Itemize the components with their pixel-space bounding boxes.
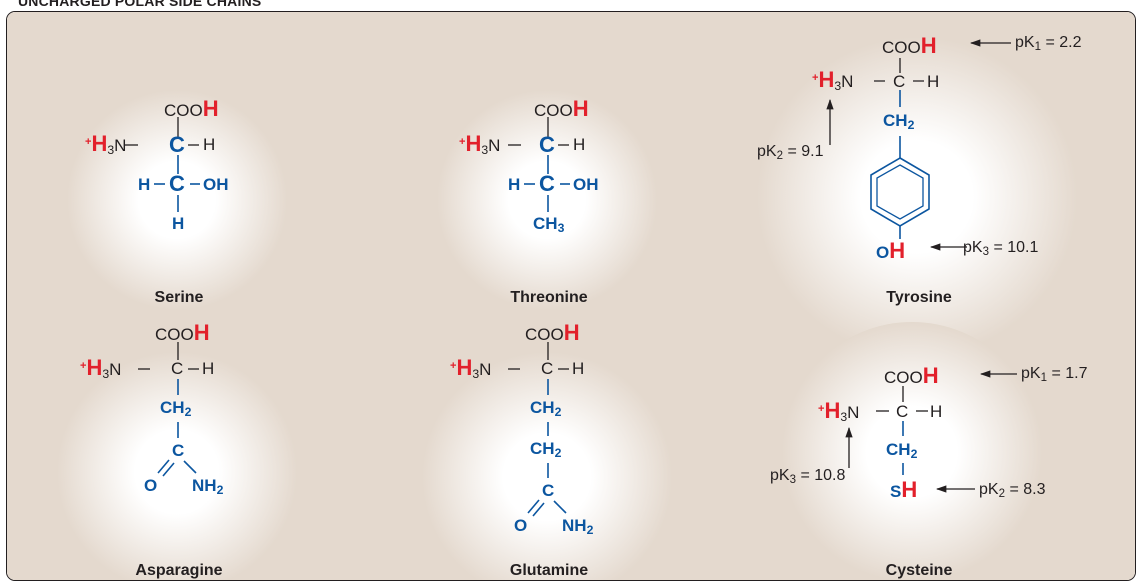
asparagine-alpha-h: H [202, 359, 215, 378]
glutamine-ch2-2: CH2 [530, 439, 562, 461]
threonine-beta-h: H [508, 175, 521, 194]
cysteine-label: Cysteine [885, 562, 953, 579]
serine-alpha-h: H [203, 135, 216, 154]
serine-label: Serine [154, 289, 204, 306]
tyrosine-carboxyl: COOH [882, 33, 937, 58]
glutamine-carbonyl-o: O [514, 516, 528, 535]
asparagine-carbonyl-o: O [144, 476, 158, 495]
cysteine-pk3: pK3 = 10.8 [770, 467, 846, 487]
tyrosine-pk2: pK2 = 9.1 [757, 143, 824, 163]
cysteine-amino: +H3N [818, 398, 860, 425]
glutamine-ch2-1: CH2 [530, 398, 562, 420]
asparagine-label: Asparagine [135, 562, 223, 579]
tyrosine-glow [757, 37, 1077, 357]
tyrosine-bonds [870, 58, 930, 239]
threonine-alpha-h: H [573, 135, 586, 154]
cysteine-pk1: pK1 = 1.7 [1021, 365, 1088, 385]
serine-alpha-carbon: C [169, 132, 185, 157]
glutamine-carboxyl: COOH [525, 320, 580, 345]
glutamine-amino: +H3N [450, 355, 492, 382]
cysteine-pk-arrows [845, 370, 1017, 493]
tyrosine-label: Tyrosine [886, 289, 952, 306]
threonine-beta-carbon: C [539, 171, 555, 196]
tyrosine-alpha-carbon: C [893, 72, 906, 91]
threonine-bonds [508, 117, 570, 212]
asparagine-bonds [138, 342, 199, 477]
tyrosine-pk3: pK3 = 10.1 [963, 239, 1039, 259]
cysteine-ch2: CH2 [886, 440, 918, 462]
amino-acid-panel: COOH +H3N C H H C OH H Serine COOH +H3N … [6, 11, 1136, 581]
serine-amino: +H3N [85, 131, 127, 158]
asparagine-ch2: CH2 [160, 398, 192, 420]
threonine-label: Threonine [510, 289, 588, 306]
cysteine-alpha-h: H [930, 402, 943, 421]
tyrosine-amino: +H3N [812, 67, 854, 94]
glutamine-nh2: NH2 [562, 516, 594, 538]
serine-hydroxyl: OH [203, 175, 229, 194]
threonine-glow [437, 90, 657, 310]
serine-glow [67, 90, 287, 310]
glutamine-label: Glutamine [509, 562, 589, 579]
cysteine-pk2: pK2 = 8.3 [979, 481, 1046, 501]
glutamine-alpha-h: H [572, 359, 585, 378]
cysteine-alpha-carbon: C [896, 402, 909, 421]
panel-graphics [7, 12, 1135, 580]
threonine-methyl: CH3 [533, 214, 565, 236]
asparagine-amino: +H3N [80, 355, 122, 382]
section-heading: UNCHARGED POLAR SIDE CHAINS [18, 0, 262, 9]
asparagine-carboxyl: COOH [155, 320, 210, 345]
glutamine-bonds [508, 342, 569, 517]
cysteine-bonds [876, 386, 928, 475]
tyrosine-pk-arrows [826, 39, 1011, 251]
serine-beta-carbon: C [169, 171, 185, 196]
serine-bonds [125, 117, 200, 212]
tyrosine-pk1: pK1 = 2.2 [1015, 34, 1082, 54]
serine-beta-h: H [138, 175, 151, 194]
threonine-alpha-carbon: C [539, 132, 555, 157]
threonine-carboxyl: COOH [534, 96, 589, 121]
cysteine-glow [782, 322, 1042, 580]
cysteine-thiol: SH [890, 477, 918, 502]
glutamine-amide-carbon: C [542, 481, 555, 500]
asparagine-glow [57, 352, 297, 580]
cysteine-carboxyl: COOH [884, 363, 939, 388]
tyrosine-hydroxyl: OH [876, 238, 906, 263]
asparagine-alpha-carbon: C [171, 359, 184, 378]
asparagine-nh2: NH2 [192, 476, 224, 498]
threonine-hydroxyl: OH [573, 175, 599, 194]
threonine-amino: +H3N [459, 131, 501, 158]
tyrosine-alpha-h: H [927, 72, 940, 91]
glutamine-glow [422, 352, 672, 580]
glutamine-alpha-carbon: C [541, 359, 554, 378]
serine-beta-h2: H [172, 214, 185, 233]
asparagine-amide-carbon: C [172, 441, 185, 460]
tyrosine-ch2: CH2 [883, 111, 915, 133]
serine-carboxyl: COOH [164, 96, 219, 121]
